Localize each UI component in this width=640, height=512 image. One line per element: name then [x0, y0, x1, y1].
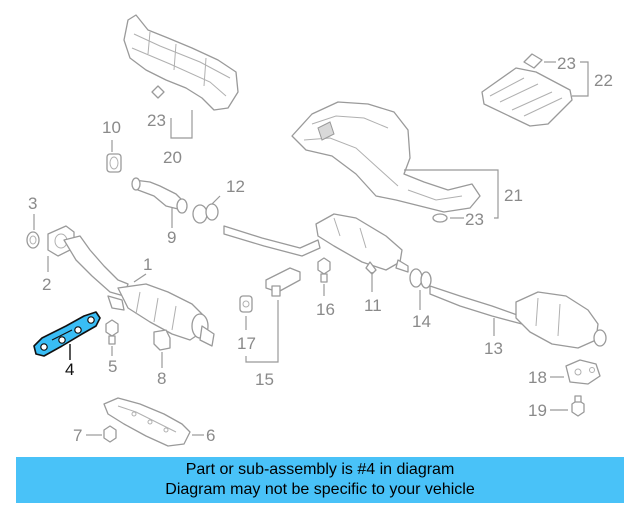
leader-1 [133, 273, 147, 283]
part-16-hanger[interactable] [317, 257, 331, 283]
callout-19: 19 [528, 401, 547, 420]
part-12-clamp[interactable] [192, 203, 219, 224]
part-11-intermediate-pipe-resonator[interactable] [223, 213, 409, 275]
callout-12: 12 [226, 177, 245, 196]
banner-line-2: Diagram may not be specific to your vehi… [165, 481, 475, 498]
callout-11: 11 [364, 296, 382, 315]
part-8-bracket[interactable] [153, 329, 171, 351]
callout-18: 18 [528, 368, 547, 387]
part-5-bolt[interactable] [105, 319, 119, 345]
callout-15: 15 [255, 370, 274, 389]
part-6-heat-shield-lower[interactable] [103, 397, 191, 447]
callout-16: 16 [316, 300, 335, 319]
exhaust-parts-diagram: 23 20 23 22 23 21 10 9 [26, 14, 613, 447]
leader-12 [211, 195, 221, 205]
leader-20 [170, 110, 193, 139]
heat-shield-upper[interactable] [123, 14, 239, 111]
part-4-highlighted[interactable] [33, 311, 101, 357]
heat-shield-22[interactable] [481, 67, 573, 127]
banner-line-1: Part or sub-assembly is #4 in diagram [185, 461, 455, 478]
callout-10: 10 [102, 118, 121, 137]
leader-22 [572, 61, 589, 97]
part-1-front-pipe-converter[interactable] [63, 235, 215, 347]
part-23-clip-b[interactable] [523, 53, 543, 69]
leader-15 [245, 300, 279, 363]
callout-4: 4 [65, 360, 74, 379]
part-10-gasket[interactable] [106, 153, 122, 173]
callout-5: 5 [108, 357, 117, 376]
callout-6: 6 [206, 426, 215, 445]
part-15-bracket[interactable] [265, 267, 301, 297]
part-9-converter[interactable] [131, 177, 188, 214]
part-19-bolt[interactable] [571, 395, 585, 417]
callout-8: 8 [157, 369, 166, 388]
leader-21 [404, 169, 499, 219]
callout-23-a: 23 [147, 111, 166, 130]
callout-23-c: 23 [465, 210, 484, 229]
callout-21: 21 [504, 186, 523, 205]
callout-13: 13 [484, 339, 503, 358]
part-17-rubber-hanger[interactable] [239, 295, 253, 313]
part-23-clip-a[interactable] [151, 85, 165, 99]
callout-20: 20 [163, 148, 182, 167]
callout-2: 2 [42, 275, 51, 294]
part-14-clamp[interactable] [409, 268, 432, 289]
callout-23-b: 23 [557, 54, 576, 73]
info-banner: Part or sub-assembly is #4 in diagram Di… [16, 457, 624, 503]
callout-22: 22 [594, 71, 613, 90]
callout-1: 1 [143, 255, 152, 274]
callout-17: 17 [237, 334, 256, 353]
callout-7: 7 [73, 426, 82, 445]
part-7-bolt[interactable] [103, 425, 117, 443]
heat-shield-21[interactable] [291, 101, 481, 213]
part-13-rear-muffler[interactable] [429, 285, 607, 349]
callout-3: 3 [28, 194, 37, 213]
callout-14: 14 [412, 312, 431, 331]
callout-9: 9 [167, 228, 176, 247]
part-3-gasket[interactable] [26, 231, 40, 249]
part-18-hanger-bracket[interactable] [565, 359, 601, 385]
part-23-clip-c[interactable] [432, 213, 448, 223]
